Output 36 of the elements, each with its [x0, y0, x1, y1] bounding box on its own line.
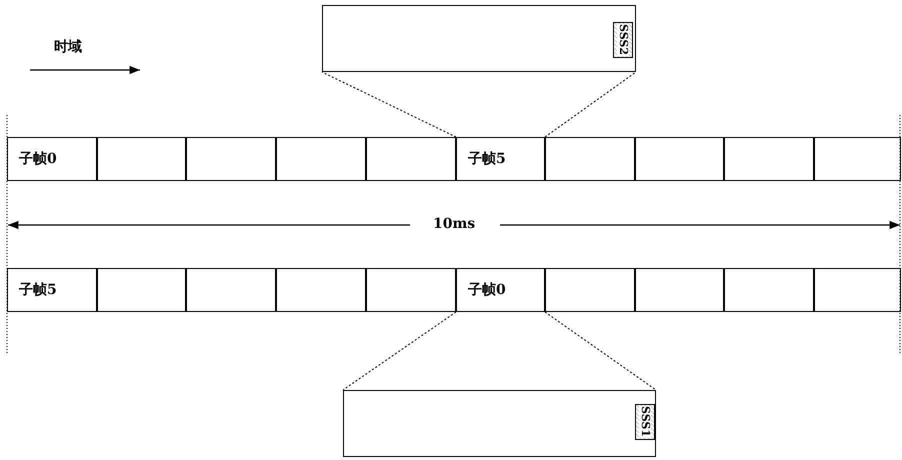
subframe-label: 子帧0 [468, 281, 506, 299]
subframe-label: 子帧0 [19, 150, 57, 168]
subframe-cell [7, 268, 97, 312]
subframe-label: 子帧5 [19, 281, 57, 299]
sss-field [613, 22, 633, 58]
subframe-cell [366, 137, 456, 181]
axis-label: 时域 [54, 38, 82, 56]
zoom-guide-line [544, 312, 656, 390]
sss-field [635, 404, 655, 440]
subframe-cell [276, 268, 366, 312]
subframe-cell [545, 268, 635, 312]
subframe-cell [814, 137, 901, 181]
subframe-cell [97, 268, 186, 312]
subframe-cell [276, 137, 366, 181]
signal-label: SSS1 [639, 406, 651, 438]
subframe-cell [635, 268, 724, 312]
zoom-guide-line [544, 72, 636, 138]
subframe-cell [186, 268, 276, 312]
subframe-cell [635, 137, 724, 181]
subframe-detail-box [322, 5, 636, 72]
subframe-cell [545, 137, 635, 181]
zoom-guide-line [322, 72, 456, 138]
subframe-detail-box [343, 390, 656, 457]
subframe-cell [724, 268, 814, 312]
subframe-cell [7, 137, 97, 181]
subframe-cell [456, 268, 545, 312]
subframe-cell [814, 268, 901, 312]
subframe-label: 子帧5 [468, 150, 506, 168]
subframe-cell [724, 137, 814, 181]
dimension-label: 10ms [433, 216, 476, 232]
subframe-cell [186, 137, 276, 181]
subframe-cell [97, 137, 186, 181]
signal-label: SSS2 [617, 24, 629, 56]
subframe-cell [366, 268, 456, 312]
zoom-guide-line [342, 312, 456, 390]
subframe-cell [456, 137, 545, 181]
